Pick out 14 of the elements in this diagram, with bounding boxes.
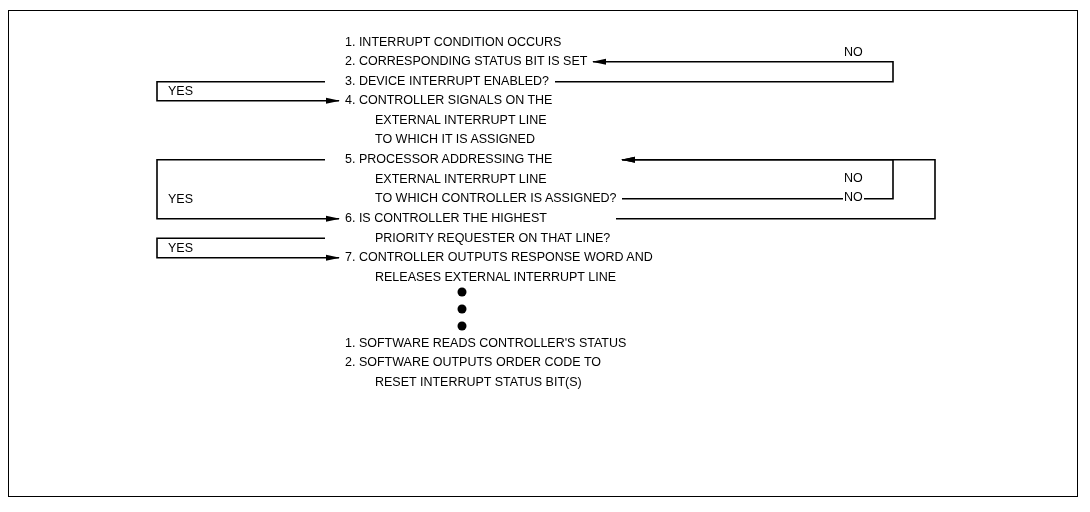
arrow [554,58,894,83]
step-text: 2. SOFTWARE OUTPUTS ORDER CODE TO RESET INTERRUPT STATUS BIT(S) [345,354,602,391]
step-text: 6. IS CONTROLLER THE HIGHEST PRIORITY REQUESTER ON THAT LINE? [345,210,611,247]
arrow [615,156,936,220]
step-text: 3. DEVICE INTERRUPT ENABLED? [345,73,549,90]
step-text: 1. INTERRUPT CONDITION OCCURS [345,34,562,51]
step-text: 5. PROCESSOR ADDRESSING THE EXTERNAL INTERRUPT LINE TO WHICH CONTROLLER IS ASSIGNED? [345,151,617,207]
arrow [156,237,340,261]
step-text: 2. CORRESPONDING STATUS BIT IS SET [345,53,588,70]
step-text: 1. SOFTWARE READS CONTROLLER'S STATUS [345,335,627,352]
arrow [156,158,340,222]
step-text: 7. CONTROLLER OUTPUTS RESPONSE WORD AND RELEASES EXTERNAL INTERRUPT LINE [345,249,653,286]
arrow [156,80,340,104]
step-text: 4. CONTROLLER SIGNALS ON THE EXTERNAL INTERRUPT LINE TO WHICH IT IS ASSIGNED [345,92,553,148]
